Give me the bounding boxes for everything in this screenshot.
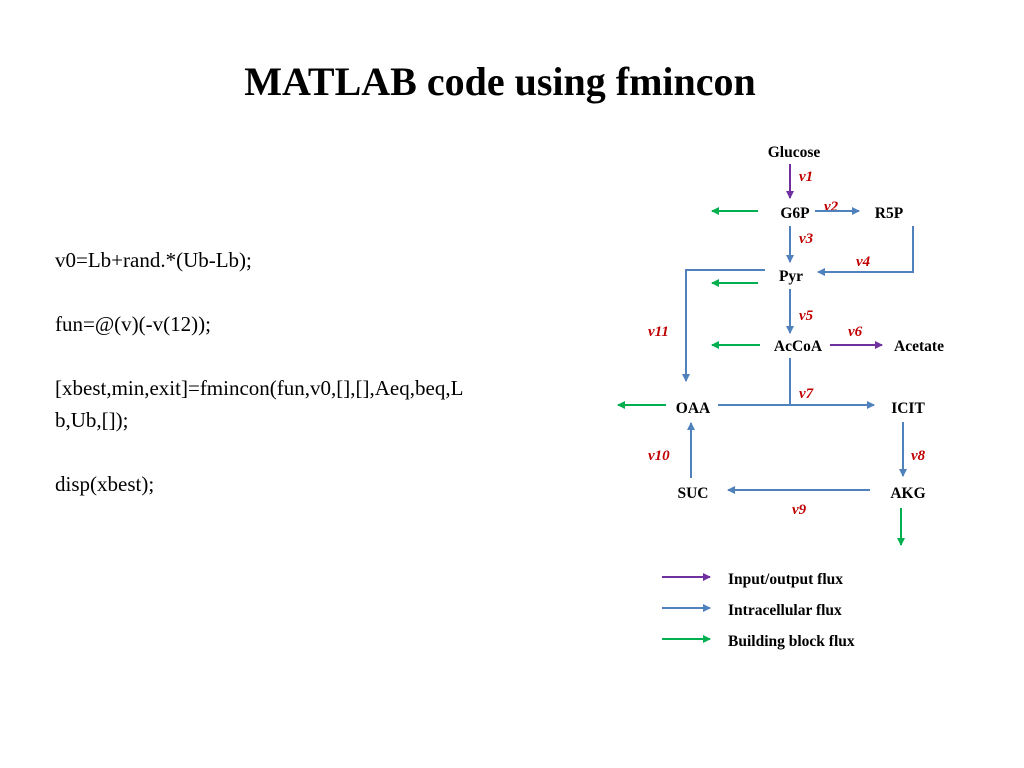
node-suc: SUC — [677, 485, 708, 502]
legend: Input/output flux Intracellular flux Bui… — [662, 571, 855, 650]
flux-label-v4: v4 — [856, 254, 871, 270]
arrow-v11 — [682, 269, 765, 382]
legend-label-io: Input/output flux — [728, 571, 843, 588]
node-pyr: Pyr — [779, 268, 803, 285]
code-line-1: v0=Lb+rand.*(Ub-Lb); — [55, 248, 252, 272]
flux-label-v8: v8 — [911, 448, 926, 464]
node-g6p: G6P — [780, 205, 810, 222]
flux-label-v7: v7 — [799, 386, 814, 402]
node-icit: ICIT — [891, 400, 925, 417]
arrow-v4 — [817, 226, 914, 276]
flux-label-v9: v9 — [792, 502, 807, 518]
slide-title: MATLAB code using fmincon — [244, 59, 756, 104]
legend-label-intra: Intracellular flux — [728, 602, 842, 619]
flux-label-v6: v6 — [848, 324, 863, 340]
legend-label-building: Building block flux — [728, 633, 855, 650]
node-accoa: AcCoA — [774, 338, 823, 355]
node-oaa: OAA — [676, 400, 711, 417]
code-line-3a: [xbest,min,exit]=fmincon(fun,v0,[],[],Ae… — [55, 376, 464, 400]
node-akg: AKG — [890, 485, 925, 502]
flux-label-v11: v11 — [648, 324, 669, 340]
flux-label-v2: v2 — [824, 199, 839, 215]
flux-label-v5: v5 — [799, 308, 814, 324]
code-line-2: fun=@(v)(-v(12)); — [55, 312, 211, 336]
code-line-3b: b,Ub,[]); — [55, 408, 129, 432]
code-line-4: disp(xbest); — [55, 472, 155, 496]
node-glucose: Glucose — [768, 144, 821, 161]
flux-label-v3: v3 — [799, 231, 814, 247]
flux-label-v1: v1 — [799, 169, 813, 185]
node-acetate: Acetate — [894, 338, 944, 355]
flux-label-v10: v10 — [648, 448, 670, 464]
code-block: v0=Lb+rand.*(Ub-Lb); fun=@(v)(-v(12)); [… — [55, 244, 615, 500]
node-r5p: R5P — [875, 205, 904, 222]
